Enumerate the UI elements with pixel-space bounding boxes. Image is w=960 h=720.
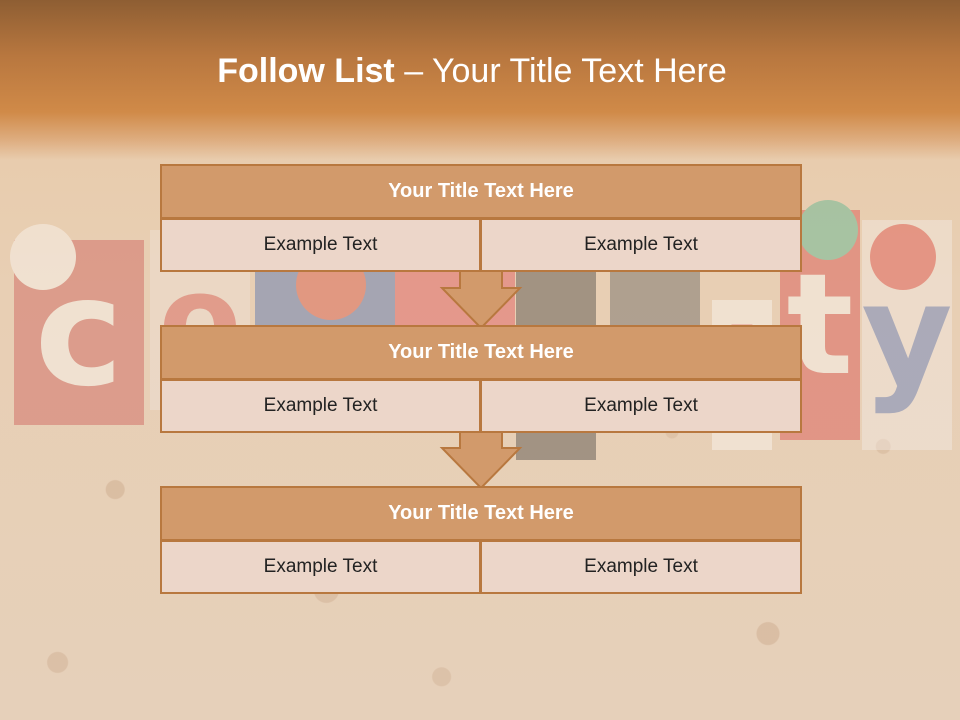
step-left-text[interactable]: Example Text <box>160 219 481 272</box>
step-title[interactable]: Your Title Text Here <box>160 325 802 380</box>
step-right-text[interactable]: Example Text <box>481 219 802 272</box>
collage-letter-c: c <box>14 240 144 425</box>
collage-letter-y: y <box>861 220 953 450</box>
follow-list: Your Title Text Here Example Text Exampl… <box>160 164 802 594</box>
title-rest: – Your Title Text Here <box>394 52 727 90</box>
step-title[interactable]: Your Title Text Here <box>160 486 802 541</box>
step-title[interactable]: Your Title Text Here <box>160 164 802 219</box>
step-left-text[interactable]: Example Text <box>160 541 481 594</box>
list-step-3: Your Title Text Here Example Text Exampl… <box>160 486 802 594</box>
pin-green <box>798 200 858 260</box>
pin-red-right <box>870 224 936 290</box>
list-step-2: Your Title Text Here Example Text Exampl… <box>160 325 802 433</box>
slide-title: Follow List – Your Title Text Here <box>0 52 944 91</box>
down-arrow-icon <box>439 430 523 490</box>
down-arrow-icon <box>439 270 523 330</box>
step-left-text[interactable]: Example Text <box>160 380 481 433</box>
pin-white <box>10 224 76 290</box>
list-step-1: Your Title Text Here Example Text Exampl… <box>160 164 802 272</box>
header-band <box>0 0 960 160</box>
step-right-text[interactable]: Example Text <box>481 380 802 433</box>
title-bold: Follow List <box>217 52 395 90</box>
step-right-text[interactable]: Example Text <box>481 541 802 594</box>
